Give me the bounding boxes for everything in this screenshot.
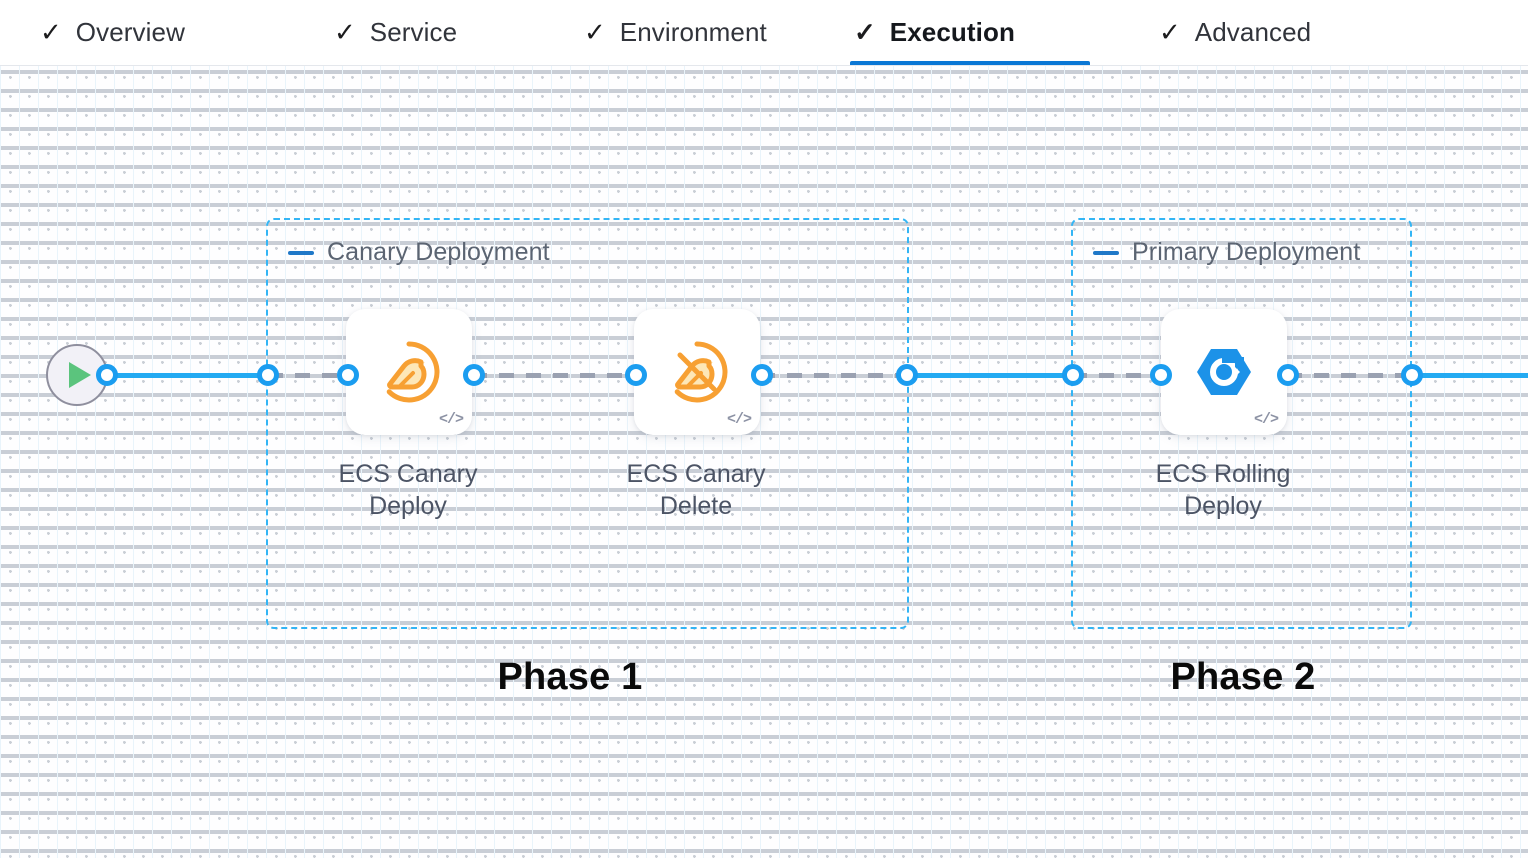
rolling-deploy-icon [1161,309,1287,435]
port-node2-in[interactable] [625,364,647,386]
node-label-line1: ECS Canary [626,460,766,488]
edge-group1-to-group2 [905,373,1075,378]
edge-group1-to-node1 [268,373,350,378]
pipeline-tab-bar: ✓Overview✓Service✓Environment✓Execution✓… [0,0,1528,66]
port-group2-in[interactable] [1062,364,1084,386]
port-node1-out[interactable] [463,364,485,386]
edge-group2-to-right [1410,373,1528,378]
tab-environment[interactable]: ✓ Environment [580,0,808,65]
edge-start-to-group1 [105,373,270,378]
edge-node1-to-node2 [472,373,638,378]
tab-label: Service [369,17,458,47]
minus-icon[interactable] [288,250,314,255]
group-header-canary-deployment[interactable]: Canary Deployment [288,238,550,267]
check-icon: ✓ [40,16,62,47]
group-label-text: Canary Deployment [327,238,550,266]
play-icon [69,362,91,388]
tab-label: Environment [619,17,767,47]
canvas-grid-lines [0,66,1528,858]
check-icon: ✓ [584,16,606,47]
port-group2-out[interactable] [1401,364,1423,386]
check-icon: ✓ [854,16,876,47]
tab-label: Advanced [1194,17,1312,47]
node-label-line2: Deploy [369,492,447,520]
check-icon: ✓ [1159,16,1181,47]
active-tab-indicator [850,61,1090,65]
node-label-line1: ECS Canary [338,460,478,488]
group-label-text: Primary Deployment [1132,238,1361,266]
canary-bird-icon [346,309,472,435]
port-start-out[interactable] [96,364,118,386]
port-node1-in[interactable] [337,364,359,386]
port-node2-out[interactable] [751,364,773,386]
edge-group2-to-node3 [1072,373,1164,378]
port-group1-in[interactable] [257,364,279,386]
port-node3-out[interactable] [1277,364,1299,386]
node-label-line1: ECS Rolling [1155,460,1291,488]
tab-label: Execution [889,17,1015,47]
port-node3-in[interactable] [1150,364,1172,386]
node-label-line2: Delete [659,492,733,520]
tab-service[interactable]: ✓ Service [330,0,490,65]
code-icon[interactable]: </> [1253,411,1279,428]
group-primary-deployment[interactable] [1071,218,1412,629]
node-ecs-canary-delete[interactable]: </> [634,309,760,435]
node-ecs-rolling-deploy[interactable]: </> [1161,309,1287,435]
port-group1-out[interactable] [896,364,918,386]
minus-icon[interactable] [1093,250,1119,255]
group-canary-deployment[interactable] [266,218,909,629]
node-ecs-canary-deploy[interactable]: </> [346,309,472,435]
canary-bird-slash-icon [634,309,760,435]
check-icon: ✓ [334,16,356,47]
tab-execution[interactable]: ✓ Execution [850,0,1090,65]
edge-node3-to-group2-out [1287,373,1413,378]
code-icon[interactable]: </> [726,411,752,428]
phase-caption-2: Phase 2 [1170,656,1316,698]
tab-label: Overview [75,17,185,47]
tab-overview[interactable]: ✓ Overview [36,0,226,65]
edge-node2-to-group1-out [760,373,910,378]
tab-advanced[interactable]: ✓ Advanced [1155,0,1350,65]
node-label-line2: Deploy [1184,492,1262,520]
group-header-primary-deployment[interactable]: Primary Deployment [1093,238,1360,267]
phase-caption-1: Phase 1 [497,656,643,698]
code-icon[interactable]: </> [438,411,464,428]
